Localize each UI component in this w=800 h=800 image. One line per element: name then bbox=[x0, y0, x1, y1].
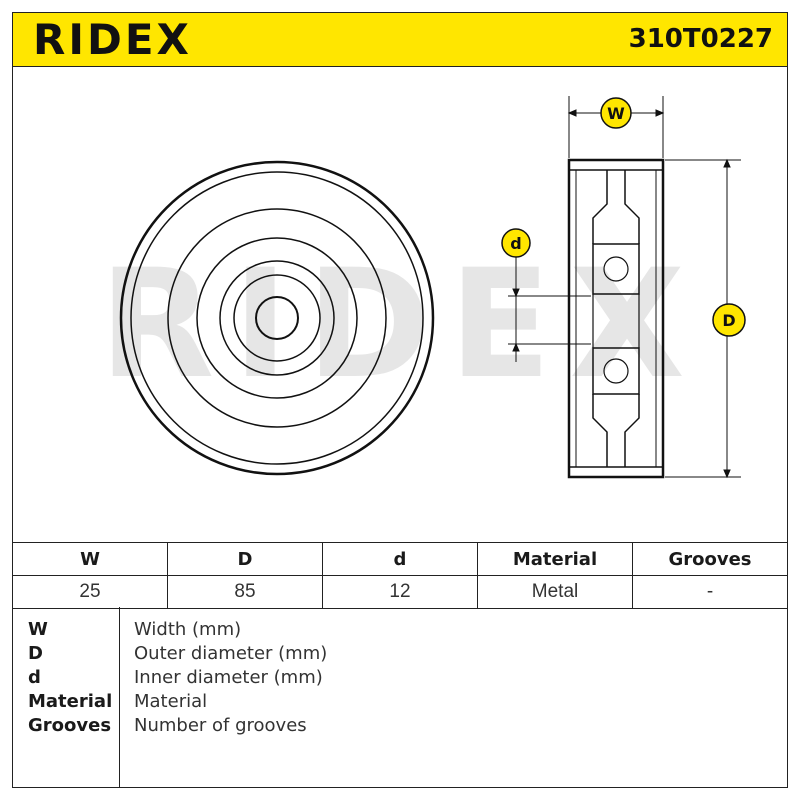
header-material: Material bbox=[477, 542, 633, 576]
svg-text:D: D bbox=[722, 311, 735, 330]
badge-inner-diameter: d bbox=[501, 228, 531, 258]
value-width: 25 bbox=[12, 575, 168, 609]
legend-symbol: d bbox=[28, 667, 41, 688]
header-width: W bbox=[12, 542, 168, 576]
legend-item: Grooves Number of grooves bbox=[13, 715, 789, 739]
header-inner-diameter: d bbox=[322, 542, 478, 576]
section-view bbox=[567, 158, 665, 479]
legend-symbol: W bbox=[28, 619, 48, 640]
value-inner-diameter: 12 bbox=[322, 575, 478, 609]
legend-divider bbox=[119, 607, 120, 787]
svg-text:W: W bbox=[607, 104, 625, 123]
spec-value-row: 25 85 12 Metal - bbox=[12, 575, 788, 609]
pulley-drawing: RIDEX bbox=[99, 96, 746, 479]
legend-description: Number of grooves bbox=[134, 715, 307, 736]
badge-outer-diameter: D bbox=[712, 303, 746, 337]
front-view bbox=[119, 160, 435, 476]
brand-logo: RIDEX bbox=[33, 15, 192, 64]
legend-description: Outer diameter (mm) bbox=[134, 643, 328, 664]
legend-description: Inner diameter (mm) bbox=[134, 667, 323, 688]
watermark-text: RIDEX bbox=[99, 238, 703, 412]
part-number: 310T0227 bbox=[628, 24, 773, 54]
legend-item: d Inner diameter (mm) bbox=[13, 667, 789, 691]
legend-item: D Outer diameter (mm) bbox=[13, 643, 789, 667]
header-outer-diameter: D bbox=[167, 542, 323, 576]
legend: W Width (mm) D Outer diameter (mm) d Inn… bbox=[12, 607, 788, 788]
legend-item: Material Material bbox=[13, 691, 789, 715]
dimension-inner-diameter bbox=[508, 256, 591, 362]
header-grooves: Grooves bbox=[632, 542, 788, 576]
legend-symbol: Grooves bbox=[28, 715, 112, 736]
legend-symbol: D bbox=[28, 643, 43, 664]
legend-symbol: Material bbox=[28, 691, 113, 712]
value-outer-diameter: 85 bbox=[167, 575, 323, 609]
value-material: Metal bbox=[477, 575, 633, 609]
header-bar: RIDEX 310T0227 bbox=[12, 12, 788, 67]
spec-table: W D d Material Grooves 25 85 12 Metal - bbox=[12, 542, 788, 609]
legend-item: W Width (mm) bbox=[13, 619, 789, 643]
spec-header-row: W D d Material Grooves bbox=[12, 542, 788, 576]
badge-width: W bbox=[600, 97, 632, 129]
legend-description: Width (mm) bbox=[134, 619, 242, 640]
legend-description: Material bbox=[134, 691, 208, 712]
technical-drawing: RIDEX bbox=[12, 66, 788, 542]
value-grooves: - bbox=[632, 575, 788, 609]
svg-text:d: d bbox=[510, 234, 521, 253]
